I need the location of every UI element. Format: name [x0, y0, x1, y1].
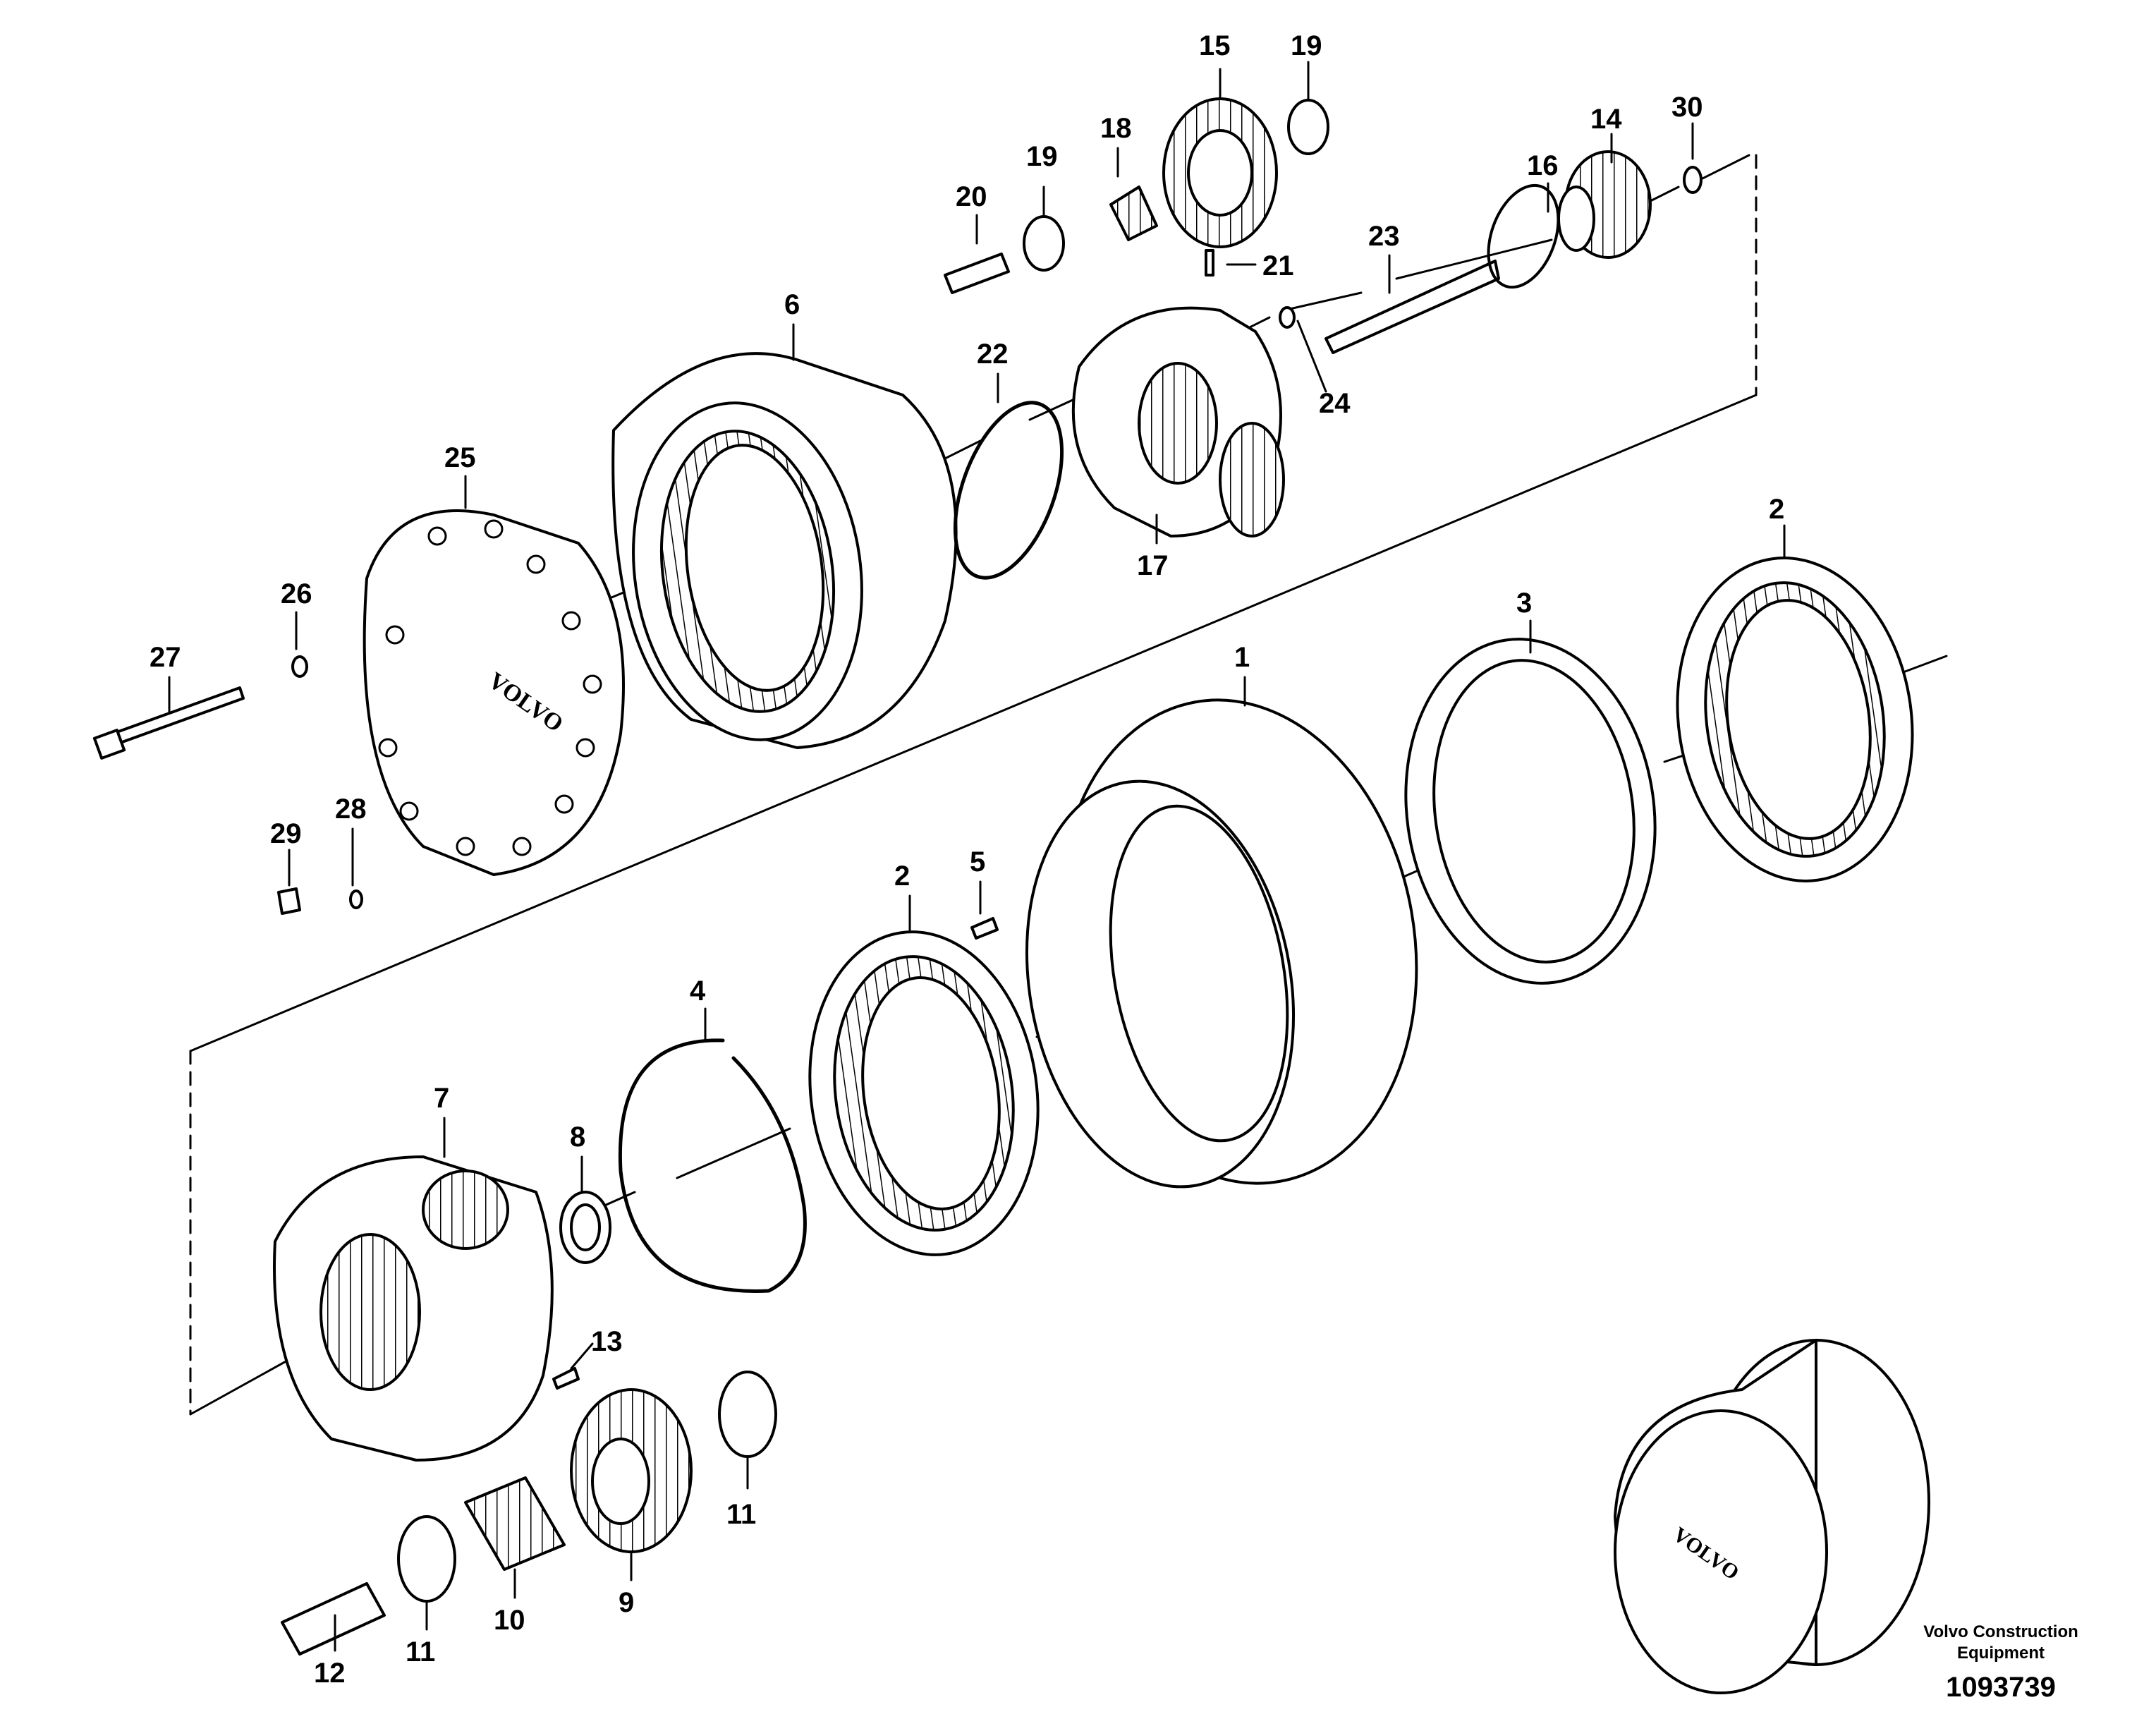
callout-3: 3: [1516, 588, 1532, 619]
callout-7: 7: [434, 1083, 449, 1114]
callout-1: 1: [1234, 642, 1250, 673]
callout-labels: 15 19 18 19 20 21 23 16 14 30 6 22 24 17…: [150, 30, 1784, 1689]
callout-28: 28: [335, 794, 367, 825]
part-21-pin: [1205, 249, 1214, 277]
part-3-seal: [1404, 638, 1657, 985]
part-15-retaining-ring: [1487, 183, 1560, 289]
part-16-planet-carrier: [1071, 306, 1285, 537]
callout-20: 20: [956, 181, 987, 212]
brand-division: Equipment: [1957, 1644, 2045, 1663]
callout-16: 17: [1137, 550, 1169, 581]
assembled-final-drive-view: [1614, 1339, 1930, 1694]
part-6-ring-gear: [611, 352, 958, 749]
part-9-planet-gear: [570, 1388, 693, 1553]
callout-18: 18: [1100, 113, 1132, 144]
part-2-bearing-upper: [1676, 557, 1914, 882]
part-23-sun-shaft: [1324, 260, 1500, 354]
callout-10: 10: [494, 1605, 525, 1636]
part-20-planet-pin: [944, 253, 1010, 294]
callout-27: 27: [150, 642, 181, 673]
callout-11-right: 11: [726, 1499, 756, 1530]
part-17-planet-gear: [1162, 97, 1278, 248]
part-27-bolt: [92, 686, 245, 760]
leader-lines: [168, 61, 1786, 1652]
callout-22: 22: [977, 339, 1009, 370]
part-10-needle-bearing: [464, 1476, 566, 1571]
callout-15: 16: [1527, 150, 1559, 181]
callout-4: 4: [690, 976, 706, 1007]
brand-name: Volvo Construction: [1923, 1622, 2078, 1641]
part-12-planet-pin: [281, 1582, 386, 1656]
dashed-assembly-link: [189, 154, 1758, 1416]
callout-9: 9: [619, 1587, 634, 1618]
callout-6: 6: [784, 289, 800, 320]
part-29-plug: [277, 887, 301, 915]
part-4-split-ring: [618, 1038, 807, 1294]
part-8-thrust-ring: [559, 1191, 611, 1264]
part-25-cover: [363, 509, 625, 876]
part-14-sun-gear: [1557, 150, 1652, 259]
callout-11-lower: 11: [406, 1636, 435, 1668]
part-28-washer: [349, 889, 363, 909]
callout-24: 24: [1319, 388, 1351, 419]
callout-21: 21: [1262, 250, 1294, 281]
part-22-seal-ring: [953, 401, 1064, 580]
part-11-thrust-washer: [718, 1371, 777, 1458]
part-11-thrust-washer-2: [397, 1515, 456, 1603]
callout-19: 19: [1026, 141, 1058, 172]
part-30-circlip: [1683, 166, 1703, 194]
callout-29: 29: [270, 818, 302, 849]
cover-bolt-holes: [378, 519, 602, 856]
part-18-needle-bearing: [1109, 186, 1158, 241]
part-13-pin: [552, 1367, 580, 1390]
part-24-spacer: [1279, 306, 1296, 329]
part-1-hub: [1025, 698, 1418, 1189]
callout-25: 25: [444, 442, 476, 473]
drawing-number: 1093739: [1946, 1672, 2056, 1703]
part-19-thrust-washer-2: [1023, 215, 1065, 272]
callout-5: 5: [970, 846, 985, 877]
callout-23: 23: [1368, 221, 1400, 252]
part-5-pin: [970, 917, 999, 940]
part-26-washer: [291, 655, 308, 678]
callout-17: 15: [1199, 30, 1231, 61]
callout-2-lower: 2: [894, 861, 910, 892]
callout-26: 26: [281, 578, 312, 609]
callout-12: 12: [314, 1658, 346, 1689]
callout-8: 8: [570, 1122, 585, 1153]
callout-2-upper: 2: [1769, 494, 1784, 525]
part-19-thrust-washer: [1287, 99, 1329, 155]
callout-30: 30: [1671, 92, 1703, 123]
part-7-planet-carrier: [273, 1155, 554, 1462]
callout-19-top: 19: [1291, 30, 1322, 61]
part-2-bearing-lower: [808, 930, 1040, 1256]
callout-13: 13: [591, 1326, 623, 1357]
callout-14: 14: [1590, 104, 1622, 135]
